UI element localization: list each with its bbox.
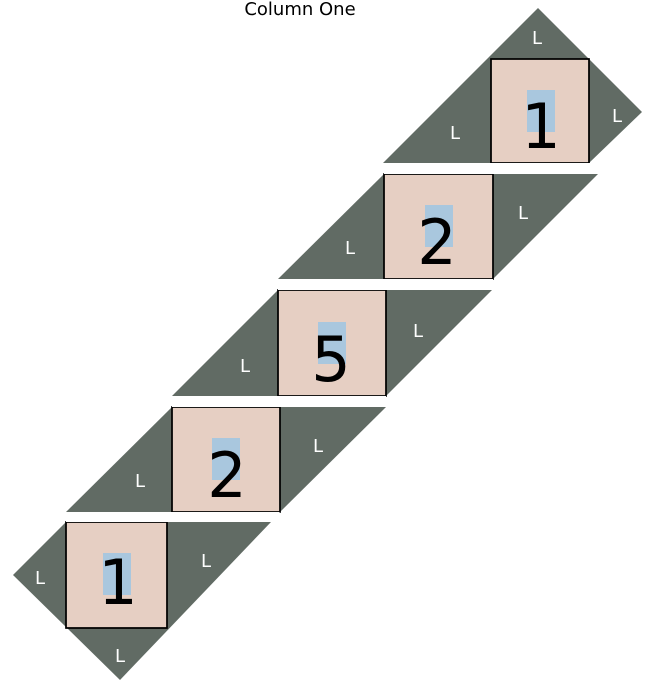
block-number-4: 2 <box>207 439 246 512</box>
setting-label-3a: L <box>413 321 423 342</box>
setting-label-2b: L <box>345 238 355 259</box>
setting-label-4b: L <box>135 471 145 492</box>
setting-label-5c: L <box>115 646 125 667</box>
block-number-3: 5 <box>311 323 350 396</box>
block-row-5 <box>13 522 271 680</box>
setting-label-3b: L <box>240 356 250 377</box>
setting-label-1b: L <box>450 123 460 144</box>
setting-label-4a: L <box>313 436 323 457</box>
block-number-5: 1 <box>98 546 137 619</box>
setting-label-1c: L <box>612 106 622 127</box>
setting-label-2a: L <box>518 203 528 224</box>
setting-label-5b: L <box>35 568 45 589</box>
setting-label-5a: L <box>201 551 211 572</box>
block-number-1: 1 <box>521 90 560 163</box>
column-title: Column One <box>244 0 355 20</box>
block-number-2: 2 <box>417 206 456 279</box>
setting-label-1a: L <box>532 28 542 49</box>
block-row-1 <box>383 8 642 163</box>
